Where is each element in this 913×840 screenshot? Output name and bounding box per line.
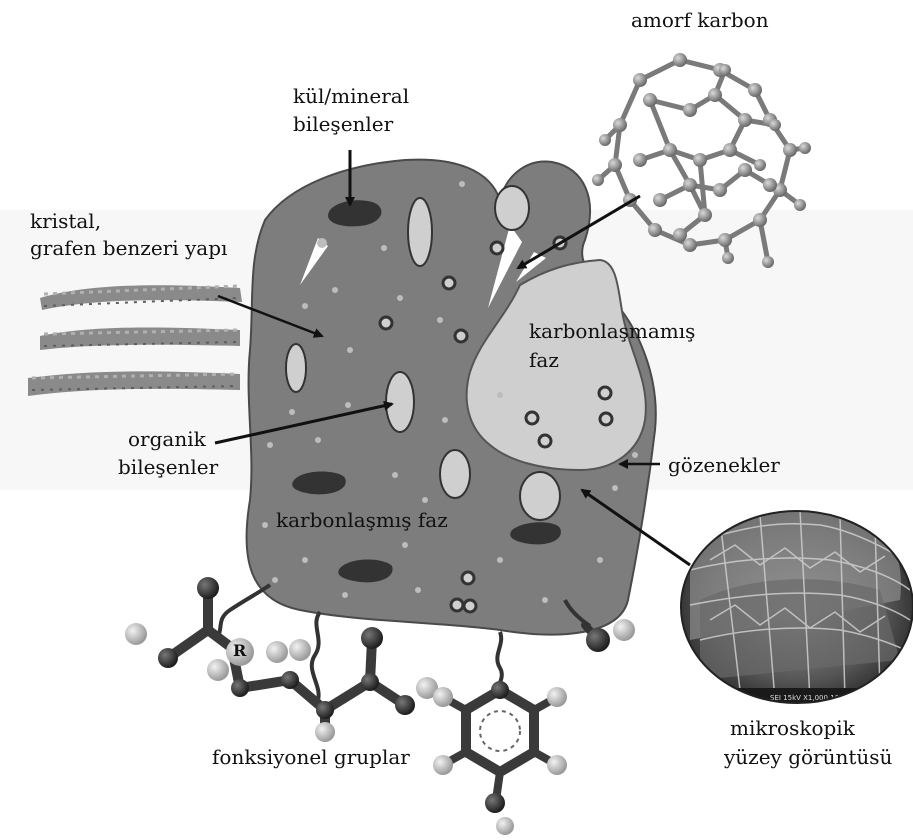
label-pores: gözenekler [668,453,780,477]
label-crystal-1: kristal, [30,209,101,233]
label-microscopic-1: mikroskopik [730,716,855,740]
label-r-group: R [233,641,246,661]
label-microscopic-2: yüzey görüntüsü [724,745,892,769]
label-uncarbonized-1: karbonlaşmamış [529,319,695,343]
label-functional-groups: fonksiyonel gruplar [212,745,410,769]
label-organic-1: organik [128,427,206,451]
label-crystal-2: grafen benzeri yapı [30,236,227,260]
label-ash-minerals-1: kül/mineral [293,84,409,108]
label-ash-minerals-2: bileşenler [293,112,393,136]
label-uncarbonized-2: faz [529,348,559,372]
label-amorphous-carbon: amorf karbon [631,8,769,32]
sem-caption: SEI 15kV X1,000 10μm [770,694,851,702]
label-carbonized-phase: karbonlaşmış faz [276,508,448,532]
benzene-ring [433,681,567,835]
sem-micrograph: SEI 15kV X1,000 10μm [681,507,913,706]
label-organic-2: bileşenler [118,455,218,479]
